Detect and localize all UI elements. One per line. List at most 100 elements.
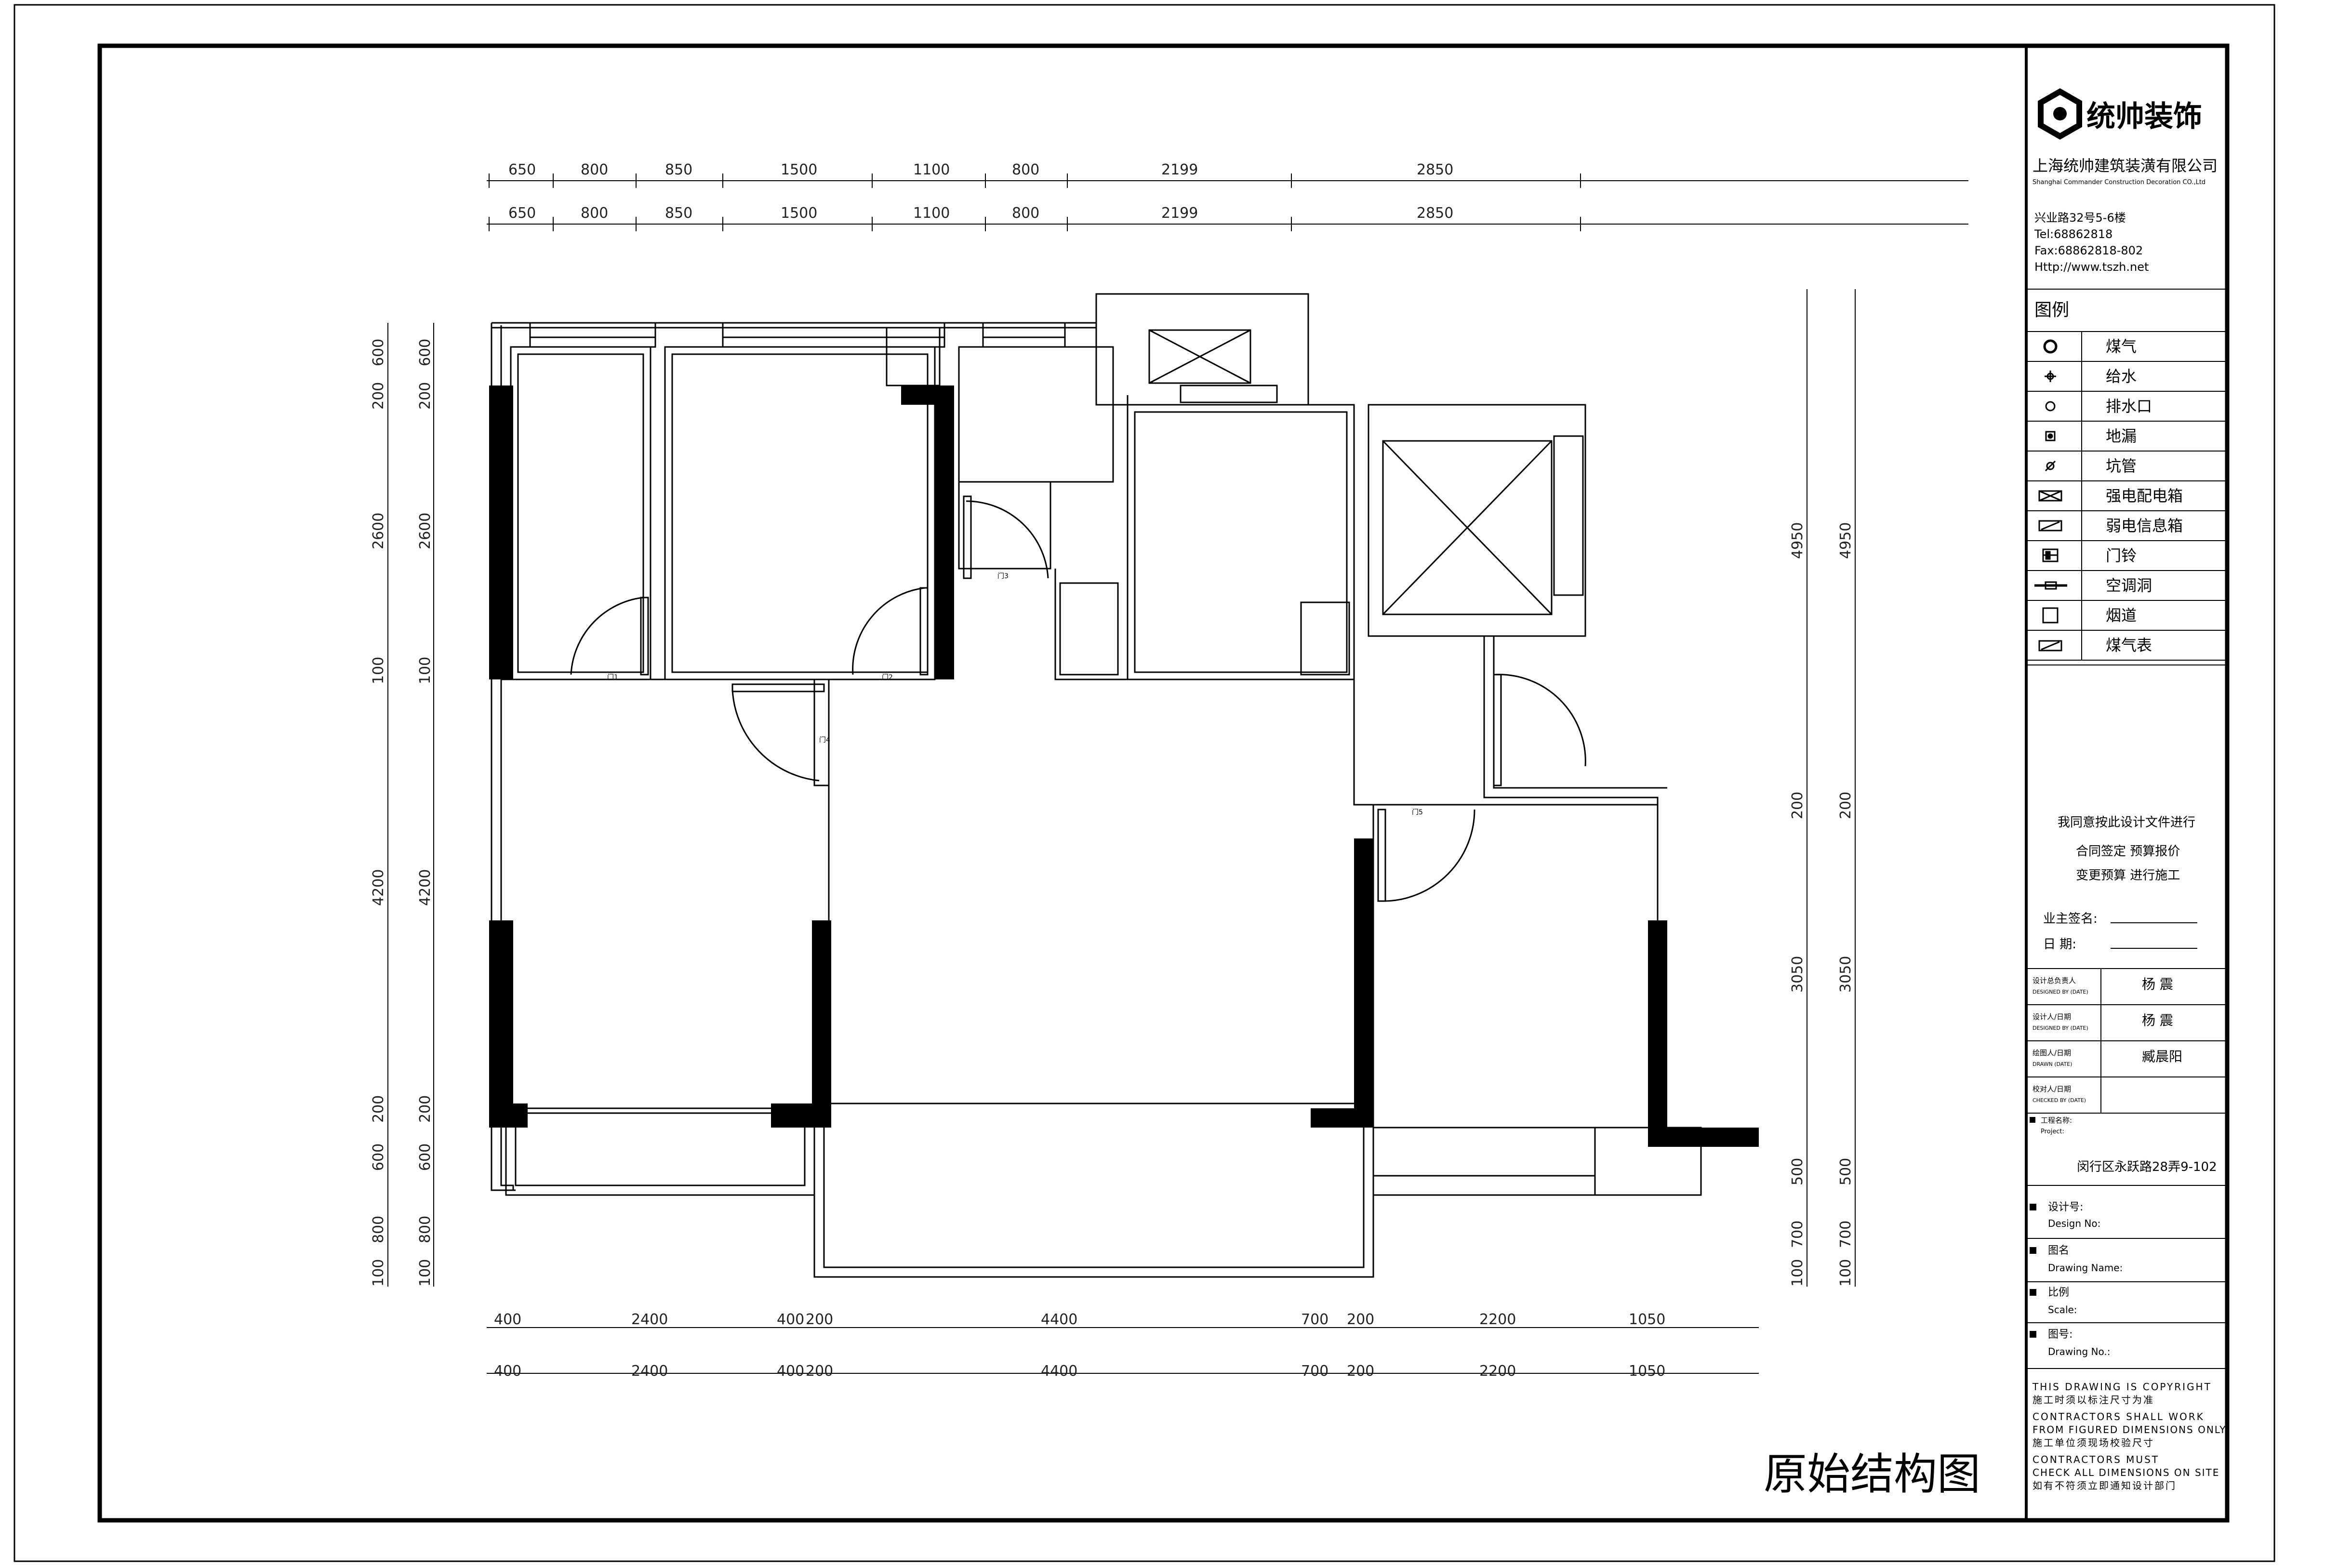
- staff-role-en-4: CHECKED BY (DATE): [2033, 1097, 2086, 1103]
- legend-label-2: 给水: [2106, 367, 2137, 385]
- note-1: THIS DRAWING IS COPYRIGHT: [2032, 1381, 2212, 1393]
- dim-right-1: 4950: [1789, 522, 1806, 559]
- staff-role-en-2: DESIGNED BY (DATE): [2033, 1025, 2088, 1031]
- room-1-inner: [517, 353, 644, 673]
- date-label: 日 期:: [2043, 937, 2076, 952]
- balcony-south: [813, 1103, 1374, 1278]
- legend-label-9: 空调洞: [2106, 576, 2152, 595]
- drain-outlet-icon: [2045, 401, 2056, 412]
- door-room-1: [570, 597, 644, 675]
- water-supply-icon: [2045, 371, 2056, 382]
- company-tel: Tel:68862818: [2034, 227, 2112, 241]
- door-label-1: 门1: [607, 674, 618, 681]
- field-en-3: Scale:: [2048, 1304, 2077, 1316]
- room-4-balcony: [505, 1107, 815, 1196]
- dim-bottom-1: 400: [494, 1311, 521, 1328]
- dim-top2-6: 800: [1012, 205, 1039, 222]
- floor-drain-icon: [2045, 431, 2056, 441]
- door-labels: 门1 门2 门3 门4 门5: [607, 572, 1423, 816]
- door-room-2-leaf: [919, 587, 929, 676]
- field-cn-2: 图名: [2048, 1245, 2069, 1257]
- field-en-2: Drawing Name:: [2048, 1262, 2123, 1274]
- field-marker-2-icon: [2030, 1247, 2036, 1254]
- dim-top-3: 850: [665, 161, 692, 178]
- door-label-5: 门5: [1412, 809, 1423, 816]
- field-en-4: Drawing No.:: [2048, 1346, 2110, 1357]
- note-6: CONTRACTORS MUST: [2033, 1454, 2159, 1465]
- dim-right-4: 500: [1789, 1158, 1806, 1185]
- entry-corridor-inner: [1493, 636, 1667, 789]
- field-en-1: Design No:: [2048, 1218, 2100, 1229]
- legend-label-7: 弱电信息箱: [2106, 517, 2183, 535]
- room-3-closet: [1054, 395, 1129, 680]
- gas-meter-icon: [2038, 640, 2062, 651]
- staff-role-cn-1: 设计总负责人: [2033, 976, 2076, 985]
- elevator-x2: [1382, 440, 1553, 615]
- door-bathroom-leaf: [963, 495, 972, 579]
- dim-top2-5: 1100: [913, 205, 950, 222]
- note-4: FROM FIGURED DIMENSIONS ONLY: [2033, 1424, 2227, 1435]
- dim-top2-3: 850: [665, 205, 692, 222]
- field-marker-3-icon: [2030, 1289, 2036, 1296]
- dim-bottom2-3: 400: [777, 1363, 804, 1380]
- dim-bottom-6: 700: [1301, 1311, 1329, 1328]
- floor-plan: [491, 293, 1702, 1278]
- project-marker-icon: [2030, 1117, 2035, 1123]
- dim-right2-3: 3050: [1837, 956, 1854, 993]
- brand-name: 统帅装饰: [2086, 100, 2202, 133]
- structural-walls: [489, 385, 1759, 1147]
- door-room-4-leaf: [731, 683, 825, 692]
- staff-grid: [2026, 968, 2227, 1369]
- dim-right2-4: 500: [1837, 1158, 1854, 1185]
- dim-right2-1: 4950: [1837, 522, 1854, 559]
- dim-right2-5: 700: [1837, 1221, 1854, 1248]
- dim-left2-8: 800: [417, 1216, 434, 1243]
- doors: [570, 495, 1586, 902]
- door-entry-leaf: [1493, 674, 1502, 786]
- note-5: 施工单位须现场校验尺寸: [2033, 1437, 2154, 1448]
- room-3-outline: [958, 346, 1114, 483]
- dim-top-1: 650: [508, 161, 536, 178]
- legend-label-1: 煤气: [2106, 337, 2137, 356]
- outer-wall-line: [491, 323, 516, 1191]
- dim-bottom-7: 200: [1347, 1311, 1374, 1328]
- door-label-3: 门3: [997, 572, 1009, 580]
- legend-label-10: 烟道: [2106, 606, 2137, 625]
- dim-bottom2-1: 400: [494, 1363, 521, 1380]
- legend-label-6: 强电配电箱: [2106, 487, 2183, 505]
- kitchen-inner: [1134, 411, 1348, 673]
- dim-bottom2-9: 1050: [1629, 1363, 1665, 1380]
- dim-left-9: 100: [370, 1259, 387, 1287]
- sheet-outer-border: [13, 4, 2275, 1562]
- window-north-1: [529, 322, 656, 348]
- dim-left2-5: 4200: [417, 869, 434, 906]
- door-room-1-leaf: [640, 597, 649, 676]
- dim-right2-2: 200: [1837, 792, 1854, 819]
- agreement-line-3: 变更预算 进行施工: [2076, 868, 2180, 883]
- kitchen-shaft: [1300, 601, 1350, 676]
- staff-rows: 设计总负责人 DESIGNED BY (DATE) 杨 震 设计人/日期 DES…: [2033, 976, 2182, 1103]
- dim-left-8: 800: [370, 1216, 387, 1243]
- door-room-5-leaf: [1377, 809, 1386, 902]
- room-5-outline: [1372, 804, 1659, 1129]
- dim-bottom-3: 400: [777, 1311, 804, 1328]
- field-cn-1: 设计号:: [2048, 1201, 2083, 1213]
- company-address: 兴业路32号5-6楼: [2034, 211, 2126, 225]
- dim-text-bottom: 400 2400 400 200 4400 700 200 2200 1050 …: [494, 1311, 1665, 1380]
- brand-logo: 统帅装饰: [2038, 88, 2202, 140]
- power-box-x2: [1149, 329, 1251, 384]
- legend-label-4: 地漏: [2106, 427, 2137, 445]
- dim-right2-6: 100: [1837, 1259, 1854, 1287]
- power-box-icon: [2038, 490, 2062, 502]
- dim-left-1: 600: [370, 339, 387, 366]
- field-cn-3: 比例: [2048, 1287, 2069, 1299]
- dim-left-6: 200: [370, 1095, 387, 1123]
- elevator-side: [1553, 435, 1584, 596]
- dim-bottom-2: 2400: [631, 1311, 668, 1328]
- room-2-outline: [664, 346, 936, 680]
- legend-grid: [2026, 289, 2227, 665]
- company-fax: Fax:68862818-802: [2034, 244, 2143, 257]
- dim-top-8: 2850: [1417, 161, 1453, 178]
- dim-right-6: 100: [1789, 1259, 1806, 1287]
